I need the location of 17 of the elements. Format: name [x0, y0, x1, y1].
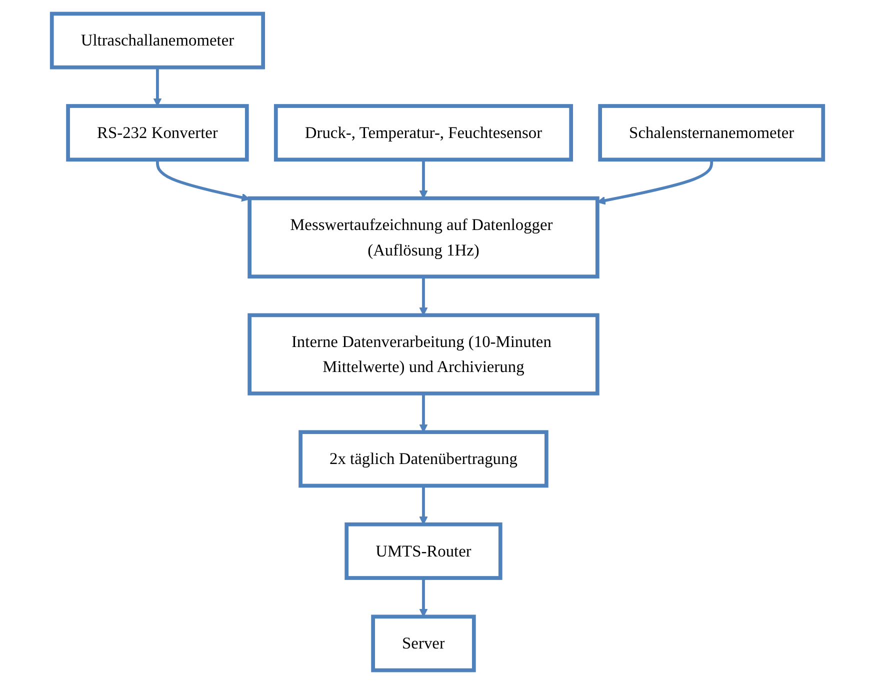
arrow	[419, 160, 428, 199]
arrow	[419, 393, 428, 432]
arrow	[419, 486, 428, 525]
arrow	[419, 578, 428, 618]
node-box: Druck-, Temperatur-, Feuchtesensor	[274, 104, 574, 162]
arrow	[597, 160, 714, 205]
node-box: Schalensternanemometer	[598, 104, 826, 162]
node-box: 2x täglich Datenübertragung	[298, 430, 548, 488]
arrow	[419, 276, 428, 316]
node-box: Messwertaufzeichnung auf Datenlogger (Auflösung 1Hz)	[248, 196, 600, 278]
node-box: Ultraschallanemometer	[50, 12, 266, 70]
node-box: Server	[371, 614, 476, 672]
arrow	[156, 160, 250, 202]
arrow	[153, 67, 162, 106]
node-box: Interne Datenverarbeitung (10-Minuten Mittelwerte) und Archivierung	[248, 313, 600, 396]
node-box: RS-232 Konverter	[66, 104, 249, 162]
node-box: UMTS-Router	[344, 522, 502, 580]
